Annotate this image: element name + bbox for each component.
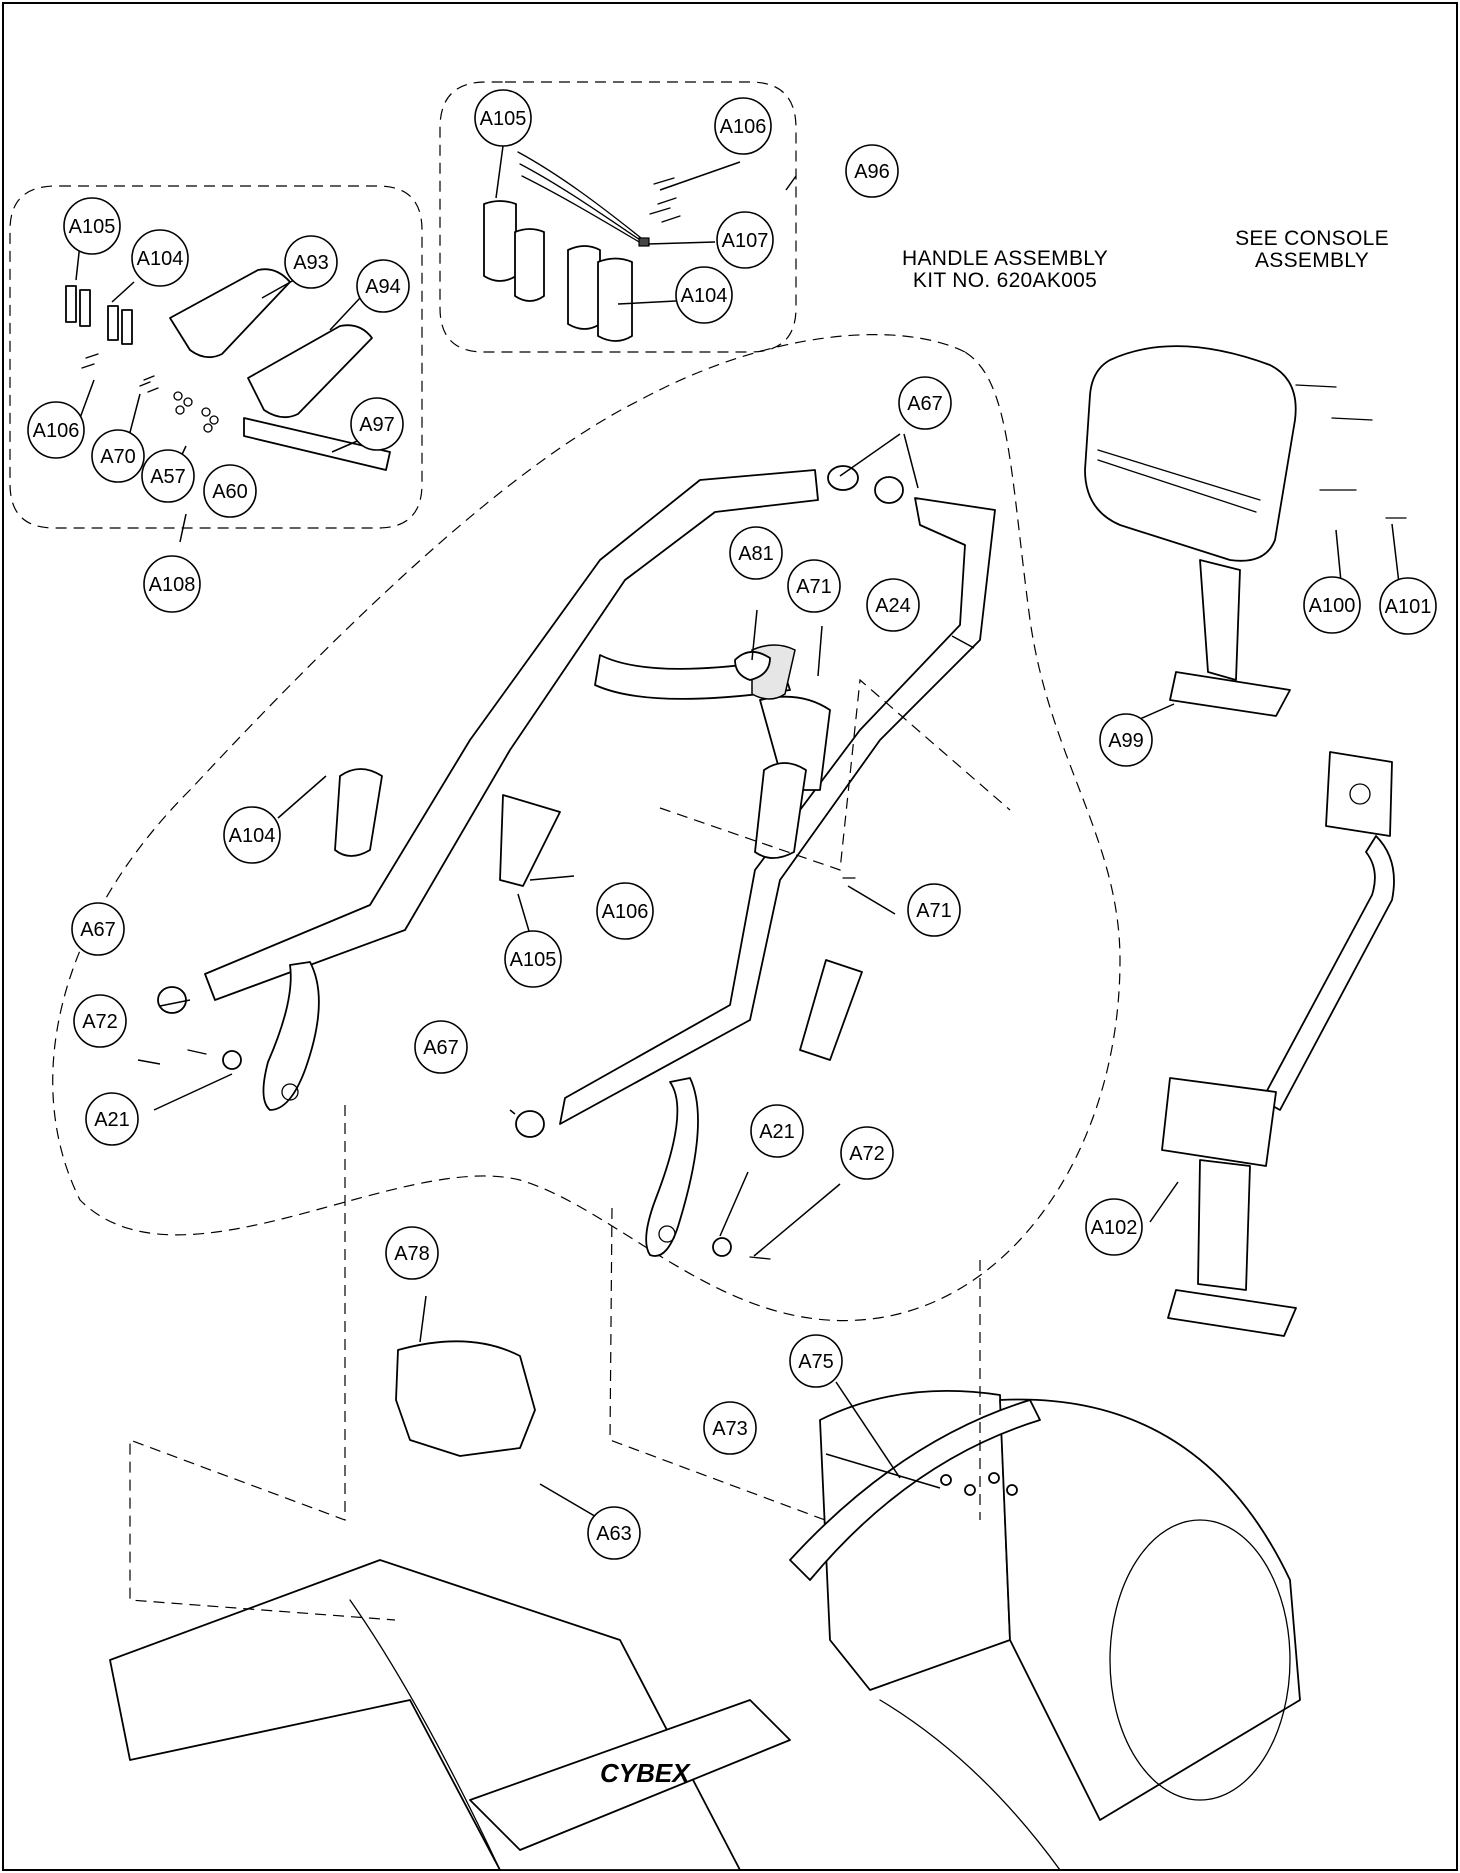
callout-a100: A100 xyxy=(1303,576,1361,634)
callout-a78: A78 xyxy=(385,1226,439,1280)
callout-a71-mid: A71 xyxy=(907,883,961,937)
callout-a104-handle: A104 xyxy=(223,806,281,864)
svg-text:A96: A96 xyxy=(854,161,890,183)
svg-text:A70: A70 xyxy=(100,446,136,468)
callout-a107: A107 xyxy=(716,211,774,269)
svg-text:A78: A78 xyxy=(394,1243,430,1265)
svg-text:A72: A72 xyxy=(82,1011,118,1033)
callout-a104-kit96: A104 xyxy=(675,266,733,324)
kit-a96-outline xyxy=(439,81,797,353)
svg-text:A106: A106 xyxy=(33,420,80,442)
callout-a105-handle: A105 xyxy=(504,930,562,988)
svg-text:A107: A107 xyxy=(722,230,769,252)
svg-text:A73: A73 xyxy=(712,1418,748,1440)
callout-a93: A93 xyxy=(284,235,338,289)
callout-a57: A57 xyxy=(141,449,195,503)
callout-a72-left: A72 xyxy=(73,994,127,1048)
callout-a96: A96 xyxy=(845,144,899,198)
kit-a96-parts xyxy=(483,151,681,342)
callout-a104-kit108: A104 xyxy=(131,229,189,287)
svg-text:A97: A97 xyxy=(359,414,395,436)
svg-text:A67: A67 xyxy=(80,919,116,941)
svg-text:A72: A72 xyxy=(849,1143,885,1165)
svg-text:A67: A67 xyxy=(423,1037,459,1059)
callout-a102: A102 xyxy=(1085,1198,1143,1256)
svg-text:A93: A93 xyxy=(293,252,329,274)
callout-a106-handle: A106 xyxy=(596,882,654,940)
callout-a67-center: A67 xyxy=(414,1020,468,1074)
callout-a70: A70 xyxy=(91,429,145,483)
svg-text:A100: A100 xyxy=(1309,595,1356,617)
callout-a81: A81 xyxy=(729,526,783,580)
callout-a94: A94 xyxy=(356,259,410,313)
callout-a105-kit96: A105 xyxy=(474,89,532,147)
leader-lines xyxy=(75,145,1401,1533)
svg-text:A24: A24 xyxy=(875,595,911,617)
svg-text:A67: A67 xyxy=(907,393,943,415)
svg-text:A105: A105 xyxy=(480,108,527,130)
callout-a60: A60 xyxy=(203,464,257,518)
base-frame-parts: CYBEX xyxy=(109,1390,1301,1871)
svg-text:A102: A102 xyxy=(1091,1217,1138,1239)
svg-text:A101: A101 xyxy=(1385,596,1432,618)
callout-a63: A63 xyxy=(587,1506,641,1560)
svg-text:A105: A105 xyxy=(69,216,116,238)
callout-a106-kit96: A106 xyxy=(714,97,772,155)
svg-text:A104: A104 xyxy=(137,248,184,270)
callout-a21-right: A21 xyxy=(750,1104,804,1158)
kit-a108-parts xyxy=(65,268,391,471)
callout-a21-left: A21 xyxy=(85,1092,139,1146)
svg-text:A94: A94 xyxy=(365,276,401,298)
svg-text:A99: A99 xyxy=(1108,730,1144,752)
svg-text:A71: A71 xyxy=(796,576,832,598)
console-assembly-note: SEE CONSOLE ASSEMBLY xyxy=(1235,227,1389,272)
kit-a108-outline xyxy=(9,185,423,529)
svg-text:A108: A108 xyxy=(149,574,196,596)
svg-text:A81: A81 xyxy=(738,543,774,565)
console-parts xyxy=(1084,345,1407,1337)
callout-a67-top: A67 xyxy=(898,376,952,430)
svg-text:A75: A75 xyxy=(798,1351,834,1373)
svg-text:A104: A104 xyxy=(681,285,728,307)
callout-a106-kit108: A106 xyxy=(27,401,85,459)
handle-assembly-note: HANDLE ASSEMBLY KIT NO. 620AK005 xyxy=(901,247,1109,292)
svg-text:A71: A71 xyxy=(916,900,952,922)
svg-text:A106: A106 xyxy=(720,116,767,138)
svg-text:A21: A21 xyxy=(759,1121,795,1143)
handle-assembly-parts xyxy=(157,465,996,1260)
callout-a71-top: A71 xyxy=(787,559,841,613)
handle-assembly-outline xyxy=(52,334,1121,1322)
callout-a72-right: A72 xyxy=(840,1126,894,1180)
svg-text:A63: A63 xyxy=(596,1523,632,1545)
callout-a105-kit108: A105 xyxy=(63,197,121,255)
brand-logo: CYBEX xyxy=(600,1758,691,1788)
callout-a99: A99 xyxy=(1099,713,1153,767)
bottle-holder-part xyxy=(395,1340,536,1457)
callout-a24: A24 xyxy=(866,578,920,632)
svg-text:A21: A21 xyxy=(94,1109,130,1131)
svg-text:A60: A60 xyxy=(212,481,248,503)
callout-a108: A108 xyxy=(143,555,201,613)
svg-text:A105: A105 xyxy=(510,949,557,971)
svg-text:A106: A106 xyxy=(602,901,649,923)
callout-a67-left: A67 xyxy=(71,902,125,956)
callout-a73: A73 xyxy=(703,1401,757,1455)
svg-text:A104: A104 xyxy=(229,825,276,847)
callout-a75: A75 xyxy=(789,1334,843,1388)
callout-a97: A97 xyxy=(350,397,404,451)
svg-text:A57: A57 xyxy=(150,466,186,488)
callout-a101: A101 xyxy=(1379,577,1437,635)
